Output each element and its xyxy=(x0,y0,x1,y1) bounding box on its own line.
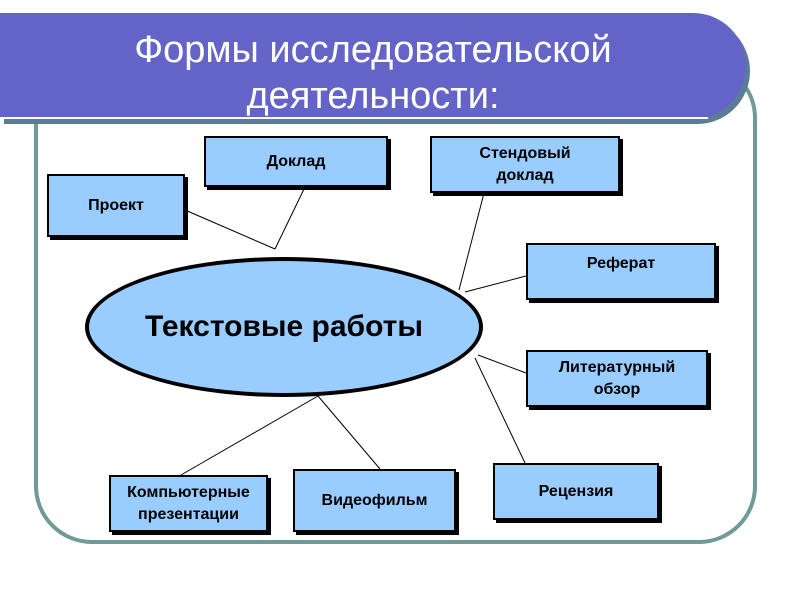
connector-stendovy xyxy=(458,192,485,291)
node-referat: Реферат xyxy=(526,243,716,300)
node-doklad: Доклад xyxy=(204,136,388,187)
node-proekt: Проект xyxy=(47,174,185,237)
connector-videofilm xyxy=(317,395,381,470)
node-kompyuternye-prezentatsii: Компьютерные презентации xyxy=(109,475,268,532)
connector-kompyuternye xyxy=(180,395,319,476)
node-videofilm: Видеофильм xyxy=(293,469,456,532)
node-stendovy-doklad: Стендовый доклад xyxy=(430,136,620,193)
node-retsenziya: Рецензия xyxy=(493,463,659,520)
title-underline xyxy=(0,117,708,119)
connector-referat xyxy=(464,275,527,293)
connector-retsenziya xyxy=(474,357,526,464)
center-ellipse-tekstovye-raboty: Текстовые работы xyxy=(85,257,483,397)
node-literaturny-obzor: Литературный обзор xyxy=(526,350,708,407)
slide-title: Формы исследовательской деятельности: xyxy=(134,29,612,117)
title-banner: Формы исследовательской деятельности: xyxy=(0,13,746,119)
connector-doklad xyxy=(274,186,306,250)
connector-proekt xyxy=(184,209,276,250)
connector-literaturny xyxy=(477,354,527,374)
